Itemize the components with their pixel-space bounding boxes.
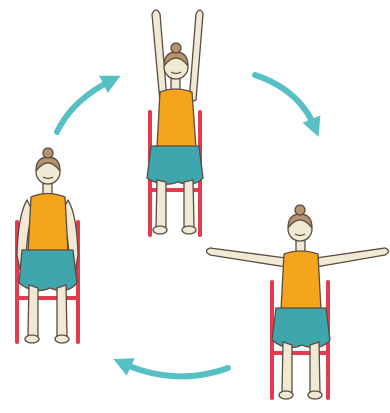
figure-arms-up — [147, 10, 203, 235]
arrow-left-to-top-icon — [57, 80, 112, 132]
figure-arms-out — [207, 205, 389, 399]
arrow-right-to-left-icon — [122, 363, 228, 376]
arrow-top-to-right-icon — [255, 75, 315, 128]
figure-arms-down — [17, 148, 78, 343]
